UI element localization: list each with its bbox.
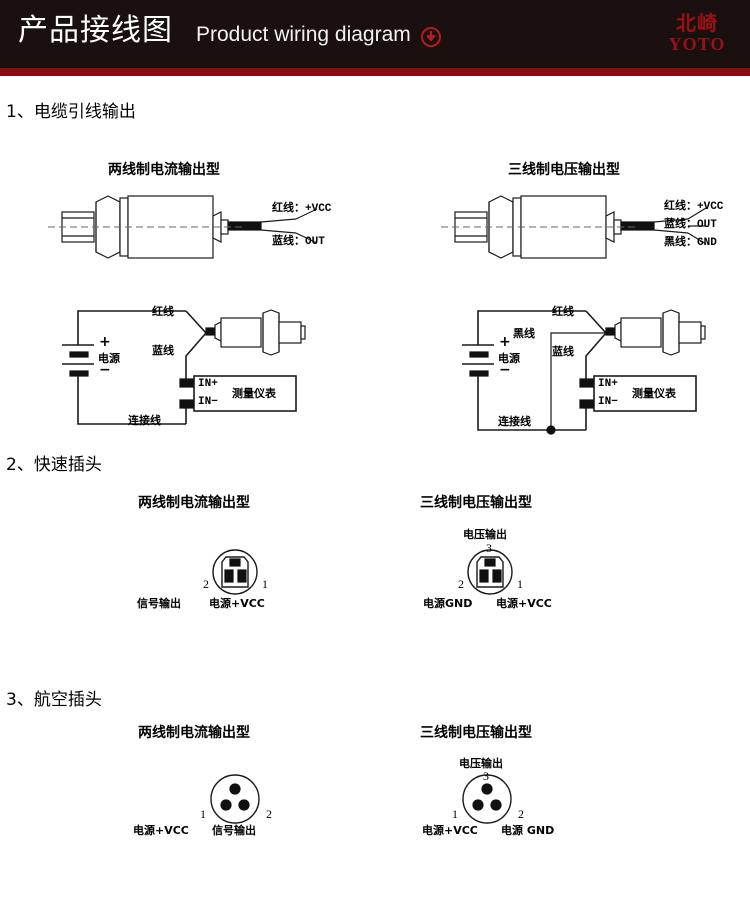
s1-left-blue-wire-label: 蓝线 xyxy=(152,344,174,357)
section-2-right-title: 三线制电压输出型 xyxy=(420,495,532,511)
s2-right-pin-left-label: 电源GND xyxy=(423,597,473,610)
s1-right-terminal-in-plus: IN+ xyxy=(598,378,618,390)
page-header xyxy=(0,0,750,68)
s2-left-pin-left-num: 2 xyxy=(203,577,209,591)
s1-left-terminal-in-plus: IN+ xyxy=(198,378,218,390)
section-2-left-title: 两线制电流输出型 xyxy=(138,495,250,511)
s3-left-pin-left-num: 1 xyxy=(200,807,206,821)
s1-right-power-label: 电源 xyxy=(498,352,520,365)
s1-right-red-wire-label: 红线 xyxy=(552,305,574,318)
s1-left-terminal-in-minus: IN− xyxy=(198,396,218,408)
section-1-heading: 1、电缆引线输出 xyxy=(6,102,136,122)
s3-right-pin-top-num: 3 xyxy=(483,769,489,783)
s2-right-pin-top-num: 3 xyxy=(486,541,492,555)
s2-right-pin-right-label: 电源+VCC xyxy=(496,597,552,610)
s1-left-battery-plus: + xyxy=(99,334,111,350)
section-3-number: 3、 xyxy=(6,690,34,710)
s1-right-blue-wire-label: 蓝线 xyxy=(552,345,574,358)
s1-right-terminal-in-minus: IN− xyxy=(598,396,618,408)
s3-left-pin-right-num: 2 xyxy=(266,807,272,821)
s1-right-wire-label-0: 红线：+VCC xyxy=(664,201,724,213)
brand-logo: 北崎 YOTO xyxy=(658,12,736,54)
s3-right-pin-top-label: 电压输出 xyxy=(459,757,503,770)
page-title: 产品接线图 xyxy=(18,13,173,48)
s3-left-pin-left-label: 电源+VCC xyxy=(133,824,189,837)
s3-right-pin-left-label: 电源+VCC xyxy=(422,824,478,837)
s1-right-wire-label-2: 黑线：GND xyxy=(664,237,717,249)
s2-right-pin-left-num: 2 xyxy=(458,577,464,591)
s3-right-pin-left-num: 1 xyxy=(452,807,458,821)
s1-right-wire-label-1: 蓝线：OUT xyxy=(664,219,717,231)
section-1-title: 电缆引线输出 xyxy=(33,102,136,122)
page-subtitle: Product wiring diagram xyxy=(196,23,411,46)
s1-left-meter-label: 测量仪表 xyxy=(232,387,276,400)
s2-left-pin-left-label: 信号输出 xyxy=(137,597,181,610)
s1-right-battery-plus: + xyxy=(499,334,511,350)
s1-left-connect-wire-label: 连接线 xyxy=(128,414,161,427)
s2-left-pin-right-num: 1 xyxy=(262,577,268,591)
s3-left-pin-right-label: 信号输出 xyxy=(212,824,256,837)
section-3-heading: 3、航空插头 xyxy=(6,690,102,710)
s1-left-wire-label-1: 蓝线：OUT xyxy=(272,236,325,248)
section-1-right-title: 三线制电压输出型 xyxy=(508,162,620,178)
s3-right-pin-right-label: 电源 GND xyxy=(501,824,555,837)
brand-name-en: YOTO xyxy=(668,34,726,54)
s1-left-battery-minus: − xyxy=(99,362,111,378)
section-2-number: 2、 xyxy=(6,455,34,475)
section-2-heading: 2、快速插头 xyxy=(6,455,102,475)
section-1-left-title: 两线制电流输出型 xyxy=(108,162,220,178)
circle-down-arrow-icon xyxy=(421,27,441,47)
s1-right-connect-wire-label: 连接线 xyxy=(498,415,531,428)
s2-right-pin-right-num: 1 xyxy=(517,577,523,591)
s1-right-battery-minus: − xyxy=(499,362,511,378)
s2-right-pin-top-label: 电压输出 xyxy=(463,528,507,541)
s1-right-black-wire-label: 黑线 xyxy=(513,327,535,340)
section-2-title: 快速插头 xyxy=(33,455,102,475)
header-accent-bar xyxy=(0,68,750,76)
s3-right-pin-right-num: 2 xyxy=(518,807,524,821)
section-1-number: 1、 xyxy=(6,102,34,122)
s1-left-power-label: 电源 xyxy=(98,352,120,365)
section-3-title: 航空插头 xyxy=(33,690,102,710)
s2-left-pin-right-label: 电源+VCC xyxy=(209,597,265,610)
s1-left-red-wire-label: 红线 xyxy=(152,305,174,318)
s1-right-meter-label: 测量仪表 xyxy=(632,387,676,400)
section-3-left-title: 两线制电流输出型 xyxy=(138,725,250,741)
brand-name-cn: 北崎 xyxy=(676,11,718,35)
section-3-right-title: 三线制电压输出型 xyxy=(420,725,532,741)
s1-left-wire-label-0: 红线：+VCC xyxy=(272,203,332,215)
